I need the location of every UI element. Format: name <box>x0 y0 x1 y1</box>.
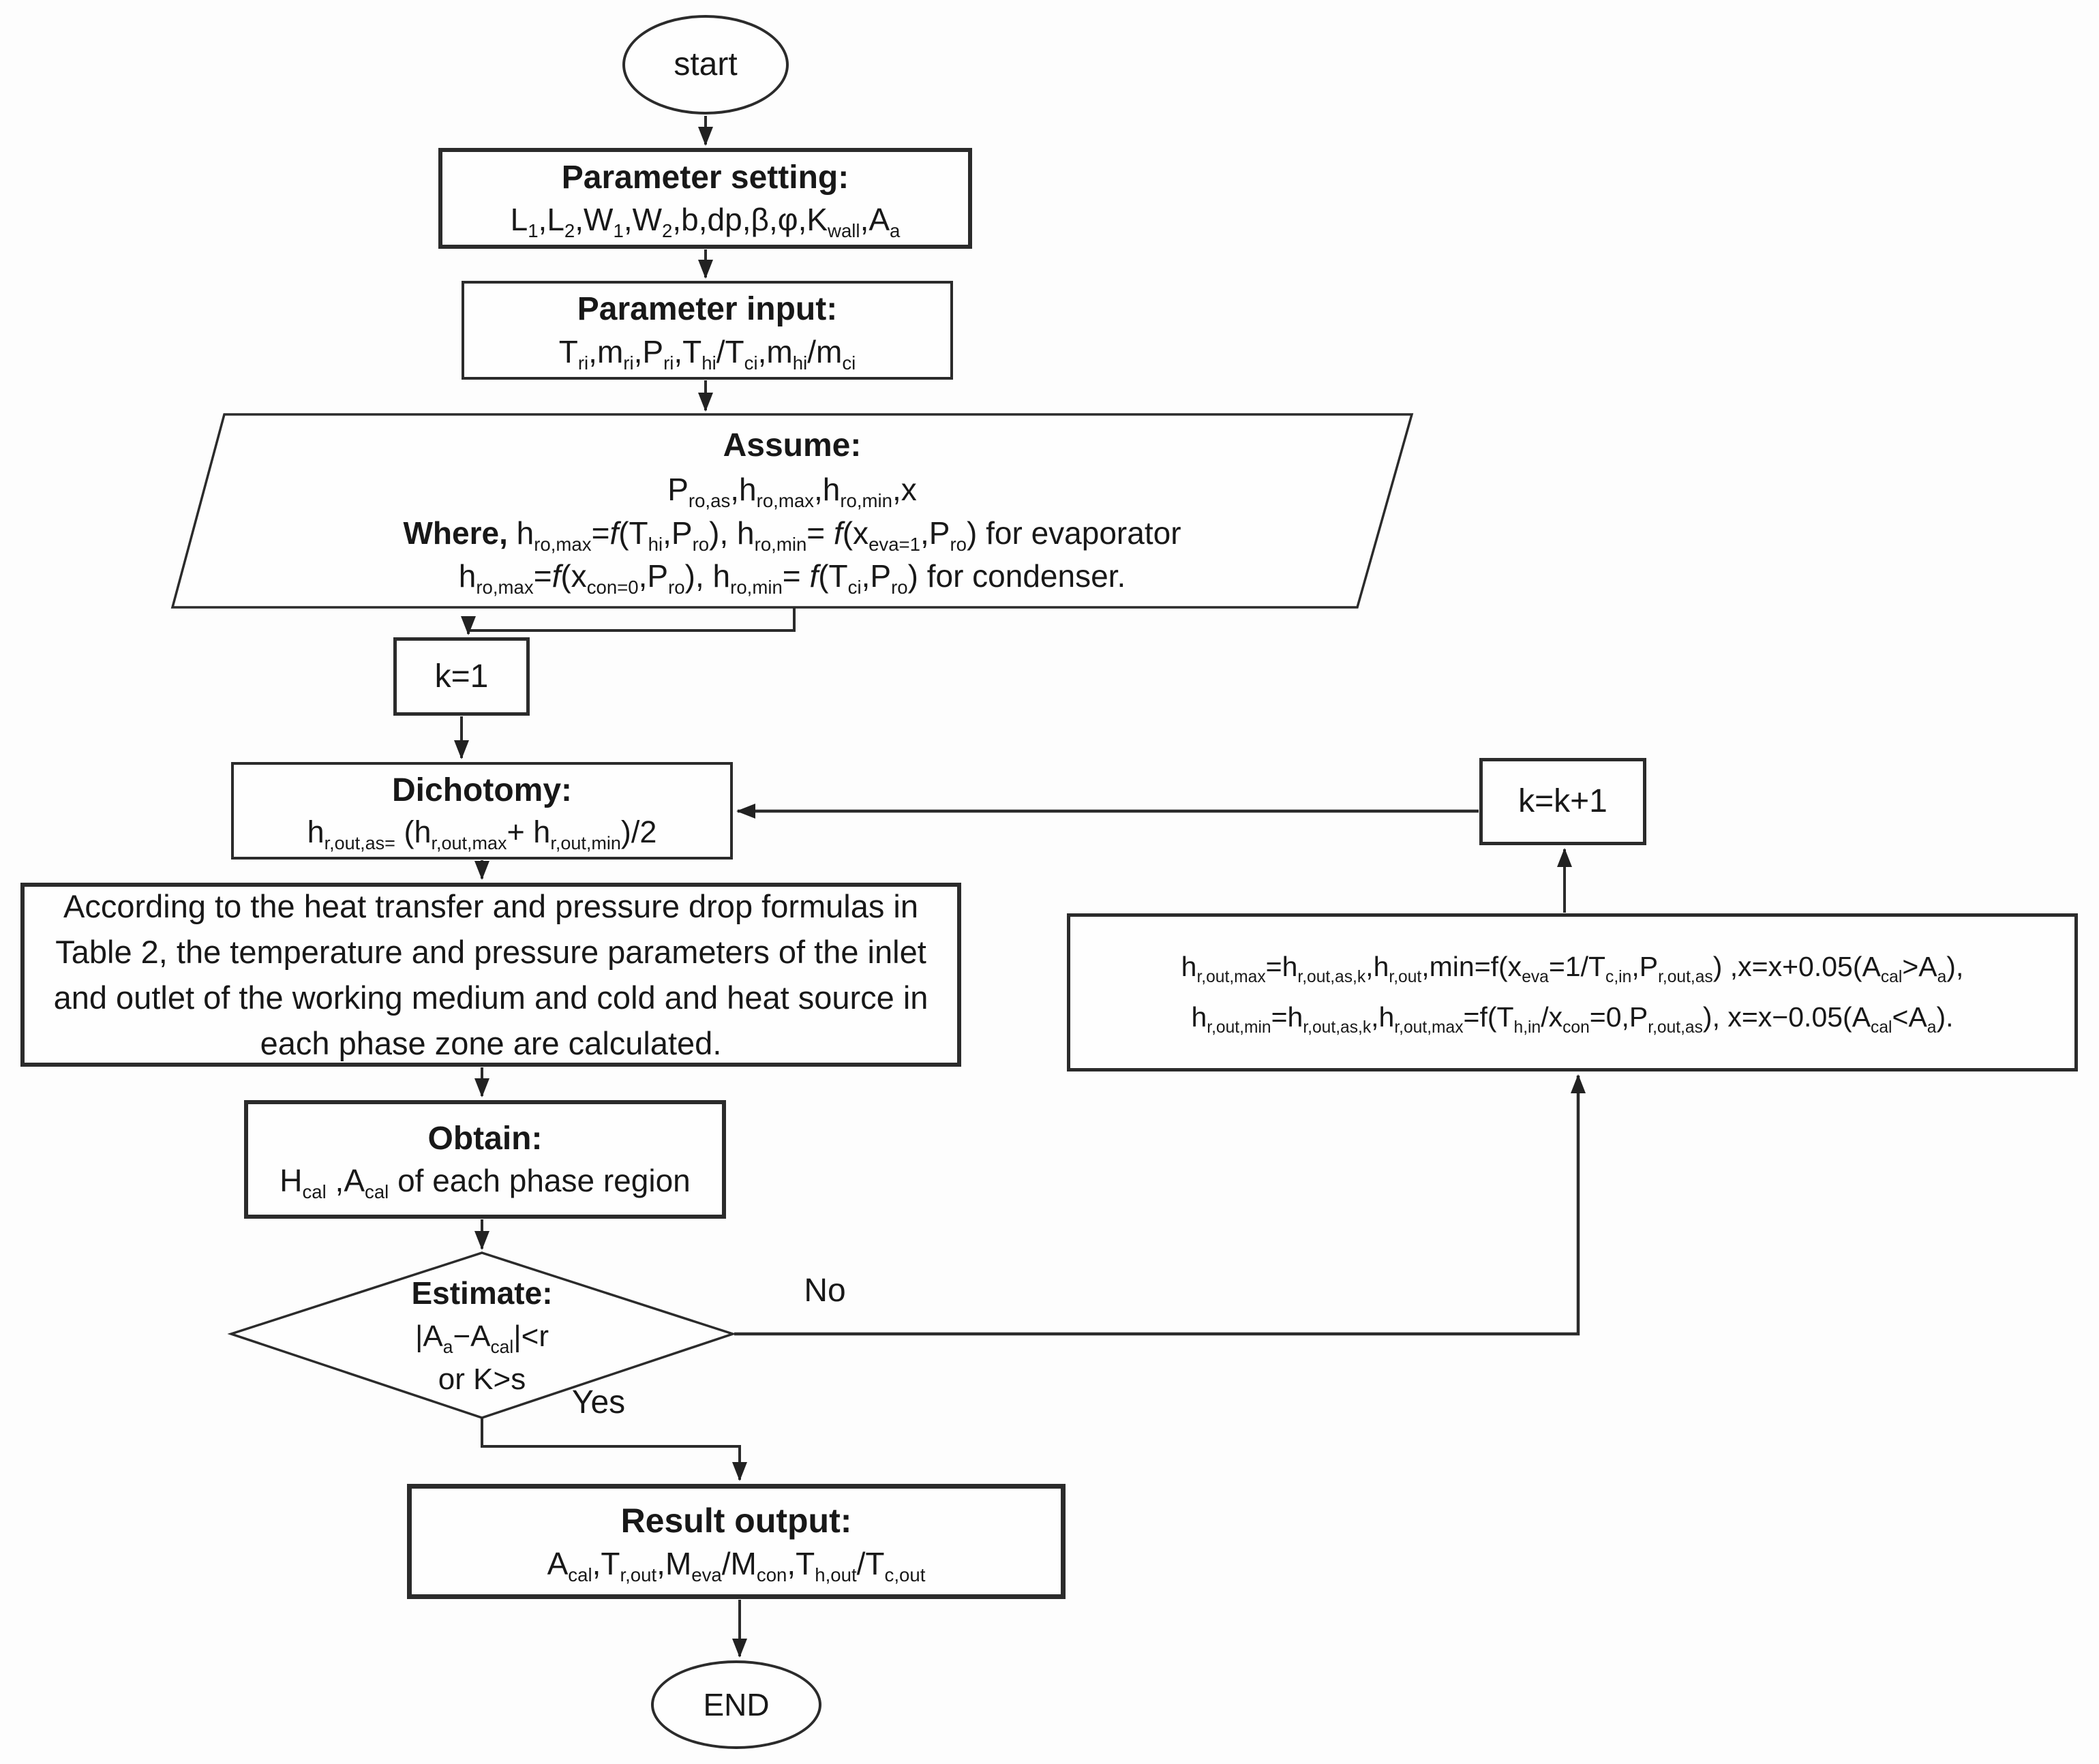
parameter-input-process: Parameter input: Tri,mri,Pri,Thi/Tci,mhi… <box>462 281 953 380</box>
bounds-update-line2: hr,out,min=hr,out,as,k,hr,out,max=f(Th,i… <box>1191 1001 1954 1037</box>
calculation-note-text: According to the heat transfer and press… <box>53 887 928 1062</box>
obtain-detail: Hcal ,Acal of each phase region <box>280 1163 691 1203</box>
edge-estimate-no-to-bounds-update <box>734 1074 1586 1336</box>
assume-title: Assume: <box>723 427 862 464</box>
parameter-input-params: Tri,mri,Pri,Thi/Tci,mhi/mci <box>558 333 856 374</box>
dichotomy-title: Dichotomy: <box>392 772 572 809</box>
parameter-input-title: Parameter input: <box>577 291 838 328</box>
assume-variables: Pro,as,hro,max,hro,min,x <box>667 472 917 512</box>
assume-io-node: Assume: Pro,as,hro,max,hro,min,x Where, … <box>172 414 1412 607</box>
edge-assume-to-k-init <box>461 608 796 635</box>
start-label: start <box>674 46 738 83</box>
dichotomy-formula: hr,out,as= (hr,out,max+ hr,out,min)/2 <box>307 815 657 854</box>
edge-estimate-yes-to-result <box>481 1418 747 1481</box>
estimate-condition2: or K>s <box>438 1362 526 1396</box>
result-output-process: Result output: Acal,Tr,out,Meva/Mcon,Th,… <box>407 1484 1066 1599</box>
estimate-diamond-shape <box>227 1251 737 1419</box>
assume-parallelogram-shape <box>170 413 1414 609</box>
estimate-condition1: |Aa−Acal|<r <box>414 1320 549 1357</box>
k-increment-process: k=k+1 <box>1479 758 1646 845</box>
k-init-process: k=1 <box>393 637 530 716</box>
bounds-update-line1: hr,out,max=hr,out,as,k,hr,out,min=f(xeva… <box>1181 951 1964 987</box>
obtain-title: Obtain: <box>427 1120 543 1157</box>
start-terminator: start <box>622 15 789 115</box>
parameter-setting-process: Parameter setting: L1,L2,W1,W2,b,dp,β,φ,… <box>438 148 972 249</box>
result-output-values: Acal,Tr,out,Meva/Mcon,Th,out/Tc,out <box>547 1546 926 1586</box>
estimate-title: Estimate: <box>411 1275 553 1311</box>
parameter-setting-title: Parameter setting: <box>561 159 849 196</box>
calculation-note-process: According to the heat transfer and press… <box>20 883 961 1067</box>
bounds-update-process: hr,out,max=hr,out,as,k,hr,out,min=f(xeva… <box>1067 913 2078 1071</box>
obtain-process: Obtain: Hcal ,Acal of each phase region <box>244 1100 726 1219</box>
dichotomy-process: Dichotomy: hr,out,as= (hr,out,max+ hr,ou… <box>231 762 733 860</box>
assume-where-line1: Where, hro,max=f(Thi,Pro), hro,min= f(xe… <box>403 515 1181 556</box>
estimate-decision: Estimate: |Aa−Acal|<r or K>s <box>300 1269 664 1403</box>
assume-where-line2: hro,max=f(xcon=0,Pro), hro,min= f(Tci,Pr… <box>458 558 1126 598</box>
k-init-label: k=1 <box>434 658 489 695</box>
yes-branch-label: Yes <box>571 1384 626 1420</box>
result-output-title: Result output: <box>620 1502 852 1540</box>
k-increment-label: k=k+1 <box>1518 783 1607 820</box>
parameter-setting-params: L1,L2,W1,W2,b,dp,β,φ,Kwall,Aa <box>510 202 901 242</box>
end-terminator: END <box>651 1660 821 1749</box>
no-branch-label: No <box>804 1273 846 1309</box>
end-label: END <box>703 1686 770 1722</box>
